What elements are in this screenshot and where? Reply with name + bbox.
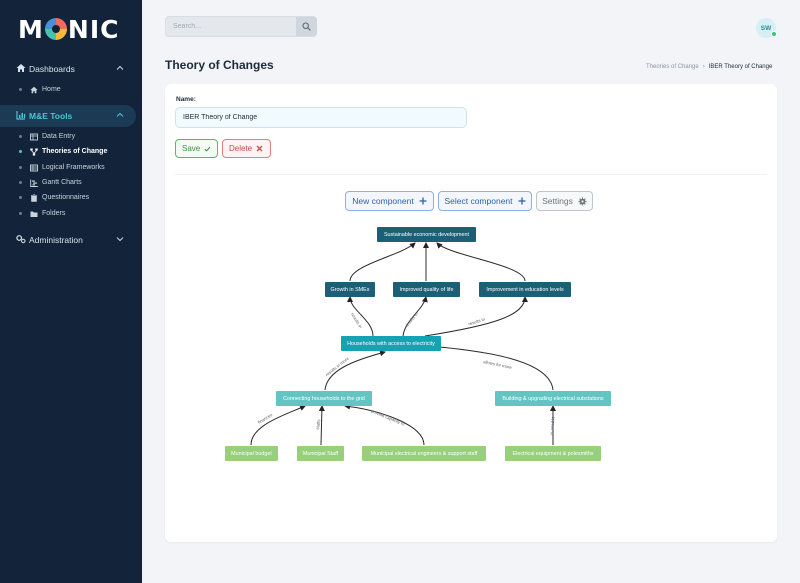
save-button[interactable]: Save [175,139,218,158]
sidebar-item-label: Data Entry [42,133,76,140]
hierarchy-icon [30,148,38,156]
sidebar-section-me-tools[interactable]: M&E Tools [0,105,136,127]
sidebar-item-data-entry[interactable]: Data Entry [0,130,142,144]
node-building-upgrading-electrical-substations[interactable]: Building & upgrading electrical substati… [495,391,611,406]
clipboard-icon [31,194,37,202]
edge-households-to-education [424,296,528,337]
folder-icon [30,211,38,217]
chart-icon [16,111,26,120]
bullet-dot [19,181,22,184]
node-sustainable-economic-development[interactable]: Sustainable economic development [377,227,476,242]
bullet-dot [19,166,22,169]
divider [175,174,767,175]
search-input[interactable] [166,17,296,36]
name-input[interactable] [175,107,467,128]
edge-households-to-quality [402,296,428,337]
node-improved-quality-of-life[interactable]: Improved quality of life [393,282,460,297]
node-households-with-access-to-electricity[interactable]: Households with access to electricity [341,336,441,351]
house-icon [30,86,38,94]
search-button[interactable] [296,17,317,36]
sidebar-section-label: Dashboards [29,64,75,74]
sidebar-item-label: Questionnaires [42,194,90,201]
sidebar-section-label: M&E Tools [29,111,73,121]
sidebar-item-label: Logical Frameworks [42,164,105,171]
sidebar-item-home[interactable]: Home [0,83,142,97]
node-improvement-in-education-levels[interactable]: Improvement in education levels [479,282,571,297]
edge-engineers-to-grid [344,403,425,446]
node-connecting-households-to-the-grid[interactable]: Connecting households to the grid [276,391,372,406]
edge-households-to-smes [347,296,374,337]
sidebar-item-gantt-charts[interactable]: Gantt Charts [0,176,142,190]
delete-button[interactable]: Delete [222,139,271,158]
theory-of-change-diagram[interactable]: Sustainable economic development Growth … [165,220,777,470]
bullet-dot [19,88,22,91]
sidebar-section-label: Administration [29,235,83,245]
online-status-dot [771,31,777,37]
sidebar-item-label: Gantt Charts [42,179,82,186]
node-municipal-budget[interactable]: Municipal budget [225,446,278,461]
chevron-up-icon[interactable] [116,111,124,119]
node-growth-in-smes[interactable]: Growth in SMEs [325,282,375,297]
diagram-edges [250,242,556,446]
chevron-down-icon[interactable] [116,235,124,243]
save-label: Save [182,144,201,153]
theory-of-change-card: Name: Save Delete New component Select c… [165,84,777,542]
edge-smes-to-sustainable [349,242,416,282]
settings-label: Settings [542,196,573,206]
grid-icon [30,164,38,172]
edge-budget-to-grid [250,405,306,446]
sidebar-item-theories-of-change[interactable]: Theories of Change [0,145,142,159]
search-icon [302,22,311,31]
select-component-label: Select component [444,196,513,206]
name-label: Name: [176,96,196,103]
edge-substations-to-households [414,342,554,391]
gear-icon [578,197,587,205]
node-municipal-electrical-engineers[interactable]: Municipal electrical engineers & support… [362,446,486,461]
close-icon [256,145,263,152]
bullet-dot [19,196,22,199]
table-icon [30,133,38,141]
sidebar-item-label: Theories of Change [42,148,108,155]
settings-button[interactable]: Settings [536,191,593,211]
house-icon [16,64,26,72]
sidebar-section-dashboards[interactable]: Dashboards [0,58,142,80]
sidebar-item-questionnaires[interactable]: Questionnaires [0,191,142,205]
sidebar-item-logical-frameworks[interactable]: Logical Frameworks [0,161,142,175]
chevron-up-icon[interactable] [116,64,124,72]
plus-icon [419,197,427,205]
edge-staff-to-grid [318,405,325,446]
bullet-dot [19,150,22,153]
delete-label: Delete [229,144,253,153]
new-component-label: New component [352,196,414,206]
checkmark-icon [204,146,211,152]
breadcrumb-separator-icon: › [702,64,705,70]
select-component-button[interactable]: Select component [438,191,532,211]
sidebar-item-label: Folders [42,210,66,217]
node-municipal-staff[interactable]: Municipal Staff [297,446,344,461]
bullet-dot [19,135,22,138]
bullet-dot [19,212,22,215]
edge-education-to-sustainable [436,242,526,282]
breadcrumb: Theories of Change›IBER Theory of Change [646,64,772,70]
breadcrumb-link[interactable]: Theories of Change [646,64,699,70]
search-bar [165,16,317,37]
breadcrumb-current: IBER Theory of Change [708,64,773,70]
new-component-button[interactable]: New component [345,191,434,211]
gantt-icon [30,179,38,187]
sidebar-item-label: Home [42,86,61,93]
plus-icon [518,197,526,205]
page-title: Theory of Changes [165,58,274,72]
sidebar-section-administration[interactable]: Administration [0,229,142,251]
edge-grid-to-households [324,350,386,391]
sidebar-item-folders[interactable]: Folders [0,207,142,221]
gears-icon [16,235,26,244]
logo-mark-icon [44,17,67,40]
node-electrical-equipment[interactable]: Electrical equipment & polesmiths [505,446,601,461]
